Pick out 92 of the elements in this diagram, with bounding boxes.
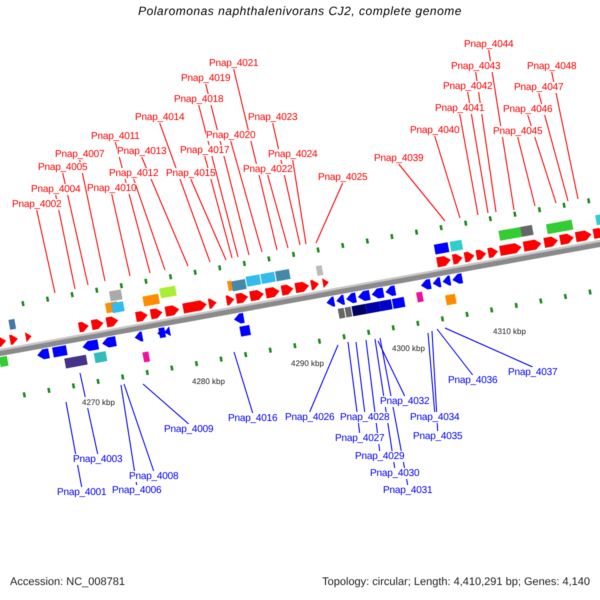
leader-line (432, 330, 438, 432)
gene-label: Pnap_4003 (73, 454, 122, 465)
gene-label: Pnap_4007 (55, 149, 104, 160)
leader-line (488, 50, 514, 210)
leader-line (538, 92, 568, 202)
leader-line (204, 156, 232, 258)
gene-label: Pnap_4002 (12, 199, 62, 210)
leader-line (551, 72, 578, 200)
leader-line (141, 156, 188, 266)
gene-label: Pnap_4032 (380, 396, 430, 407)
gene-label: Pnap_4036 (448, 375, 498, 386)
scale-label: 4290 kbp (291, 358, 324, 369)
gene-label: Pnap_4018 (174, 94, 224, 105)
gene-label: Pnap_4015 (166, 168, 216, 179)
gene-label: Pnap_4043 (451, 61, 500, 72)
leader-line (475, 72, 496, 212)
leader-line (190, 178, 226, 260)
leader-line (159, 122, 210, 262)
leader-line (267, 174, 288, 248)
gene-label: Pnap_4037 (508, 367, 558, 378)
leader-line (62, 172, 88, 286)
leader-line (378, 340, 406, 396)
leader-line (233, 68, 278, 250)
leader-line (348, 342, 360, 434)
leader-line (142, 384, 190, 424)
gene-label: Pnap_4040 (410, 125, 460, 136)
leader-line (444, 328, 534, 368)
gene-label: Pnap_4025 (318, 172, 368, 183)
leader-line (434, 136, 460, 218)
leader-line (120, 384, 138, 486)
gene-label: Pnap_4034 (410, 412, 460, 423)
gene-label: Pnap_4026 (285, 412, 334, 423)
gene-label: Pnap_4012 (109, 168, 158, 179)
gene-label: Pnap_4021 (209, 58, 258, 69)
gene-label: Pnap_4016 (228, 413, 278, 424)
leader-line (436, 328, 474, 376)
gene-label: Pnap_4028 (340, 412, 390, 423)
gene-label: Pnap_4027 (335, 433, 384, 444)
leader-line (309, 344, 338, 412)
leader-line (133, 178, 166, 270)
leader-line (111, 194, 130, 276)
gene-label: Pnap_4022 (243, 164, 292, 175)
gene-label: Pnap_4013 (117, 146, 166, 157)
leader-line (55, 194, 76, 290)
topology-text: Topology: circular; Length: 4,410,291 bp; Genes: 4,140 (322, 575, 590, 589)
leader-line (36, 210, 56, 294)
scale-label: 4270 kbp (82, 397, 115, 408)
leader-line (527, 114, 556, 204)
leader-line (467, 92, 488, 214)
gene-label: Pnap_4010 (87, 183, 136, 194)
gene-label: Pnap_4047 (514, 82, 564, 93)
leader-line (124, 384, 154, 472)
leader-line (356, 342, 366, 412)
leader-line (230, 140, 262, 252)
scale-label: 4310 kbp (493, 326, 526, 337)
gene-label: Pnap_4023 (248, 112, 298, 123)
scale-label: 4300 kbp (392, 343, 425, 354)
gene-label: Pnap_4029 (355, 451, 404, 462)
leader-line (292, 160, 306, 244)
leader-line (234, 352, 254, 414)
gene-label: Pnap_4024 (268, 149, 318, 160)
gene-label: Pnap_4006 (112, 485, 162, 496)
gene-label: Pnap_4008 (129, 471, 178, 482)
leader-line (198, 104, 238, 258)
gene-label: Pnap_4020 (206, 130, 256, 141)
leader-line (459, 114, 478, 216)
leader-line (398, 164, 446, 222)
gene-label: Pnap_4044 (464, 39, 514, 50)
leader-line (79, 160, 106, 282)
gene-label: Pnap_4017 (180, 145, 230, 156)
leader-line (428, 332, 436, 412)
gene-label: Pnap_4030 (370, 468, 420, 479)
gene-label: Pnap_4011 (91, 131, 140, 142)
gene-label: Pnap_4004 (31, 184, 80, 195)
gene-label: Pnap_4039 (374, 153, 424, 164)
scale-label: 4280 kbp (192, 376, 225, 387)
gene-label: Pnap_4031 (383, 485, 432, 496)
gene-label: Pnap_4001 (57, 487, 106, 498)
gene-label: Pnap_4045 (493, 126, 542, 137)
gene-label: Pnap_4019 (181, 73, 230, 84)
accession-text: Accession: NC_008781 (10, 575, 125, 589)
gene-label: Pnap_4009 (164, 424, 214, 435)
gene-label: Pnap_4042 (443, 81, 492, 92)
leader-line (316, 182, 344, 244)
leader-line (66, 402, 82, 488)
gene-label: Pnap_4041 (435, 103, 484, 114)
gene-label: Pnap_4046 (503, 104, 552, 115)
gene-label: Pnap_4014 (135, 112, 184, 123)
gene-label: Pnap_4005 (38, 162, 88, 173)
gene-label: Pnap_4035 (413, 431, 462, 442)
gene-label: Pnap_4048 (527, 61, 576, 72)
leader-line (517, 136, 536, 206)
